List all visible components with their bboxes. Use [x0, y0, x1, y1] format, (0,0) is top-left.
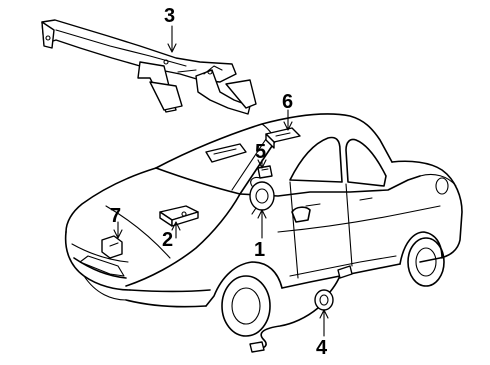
callout-7: 7: [110, 205, 121, 227]
callout-3: 3: [164, 5, 175, 27]
leader-lines: [113, 25, 329, 337]
sun-visor: [205, 143, 247, 163]
callout-6: 6: [282, 91, 293, 113]
callout-1: 1: [254, 239, 265, 261]
vehicle-body-outline: [64, 113, 463, 337]
passenger-airbag-module: [159, 205, 199, 227]
callout-4: 4: [316, 337, 328, 359]
dash-reinforcement-bracket: [41, 19, 257, 115]
callout-5: 5: [255, 141, 266, 163]
overhead-module: [265, 127, 301, 149]
wheel-speed-sensor-harness: [249, 265, 353, 353]
wiring-connector: [257, 165, 273, 179]
clockspring-coil: [249, 176, 275, 215]
front-impact-sensor: [101, 235, 123, 259]
callout-2: 2: [162, 229, 173, 251]
